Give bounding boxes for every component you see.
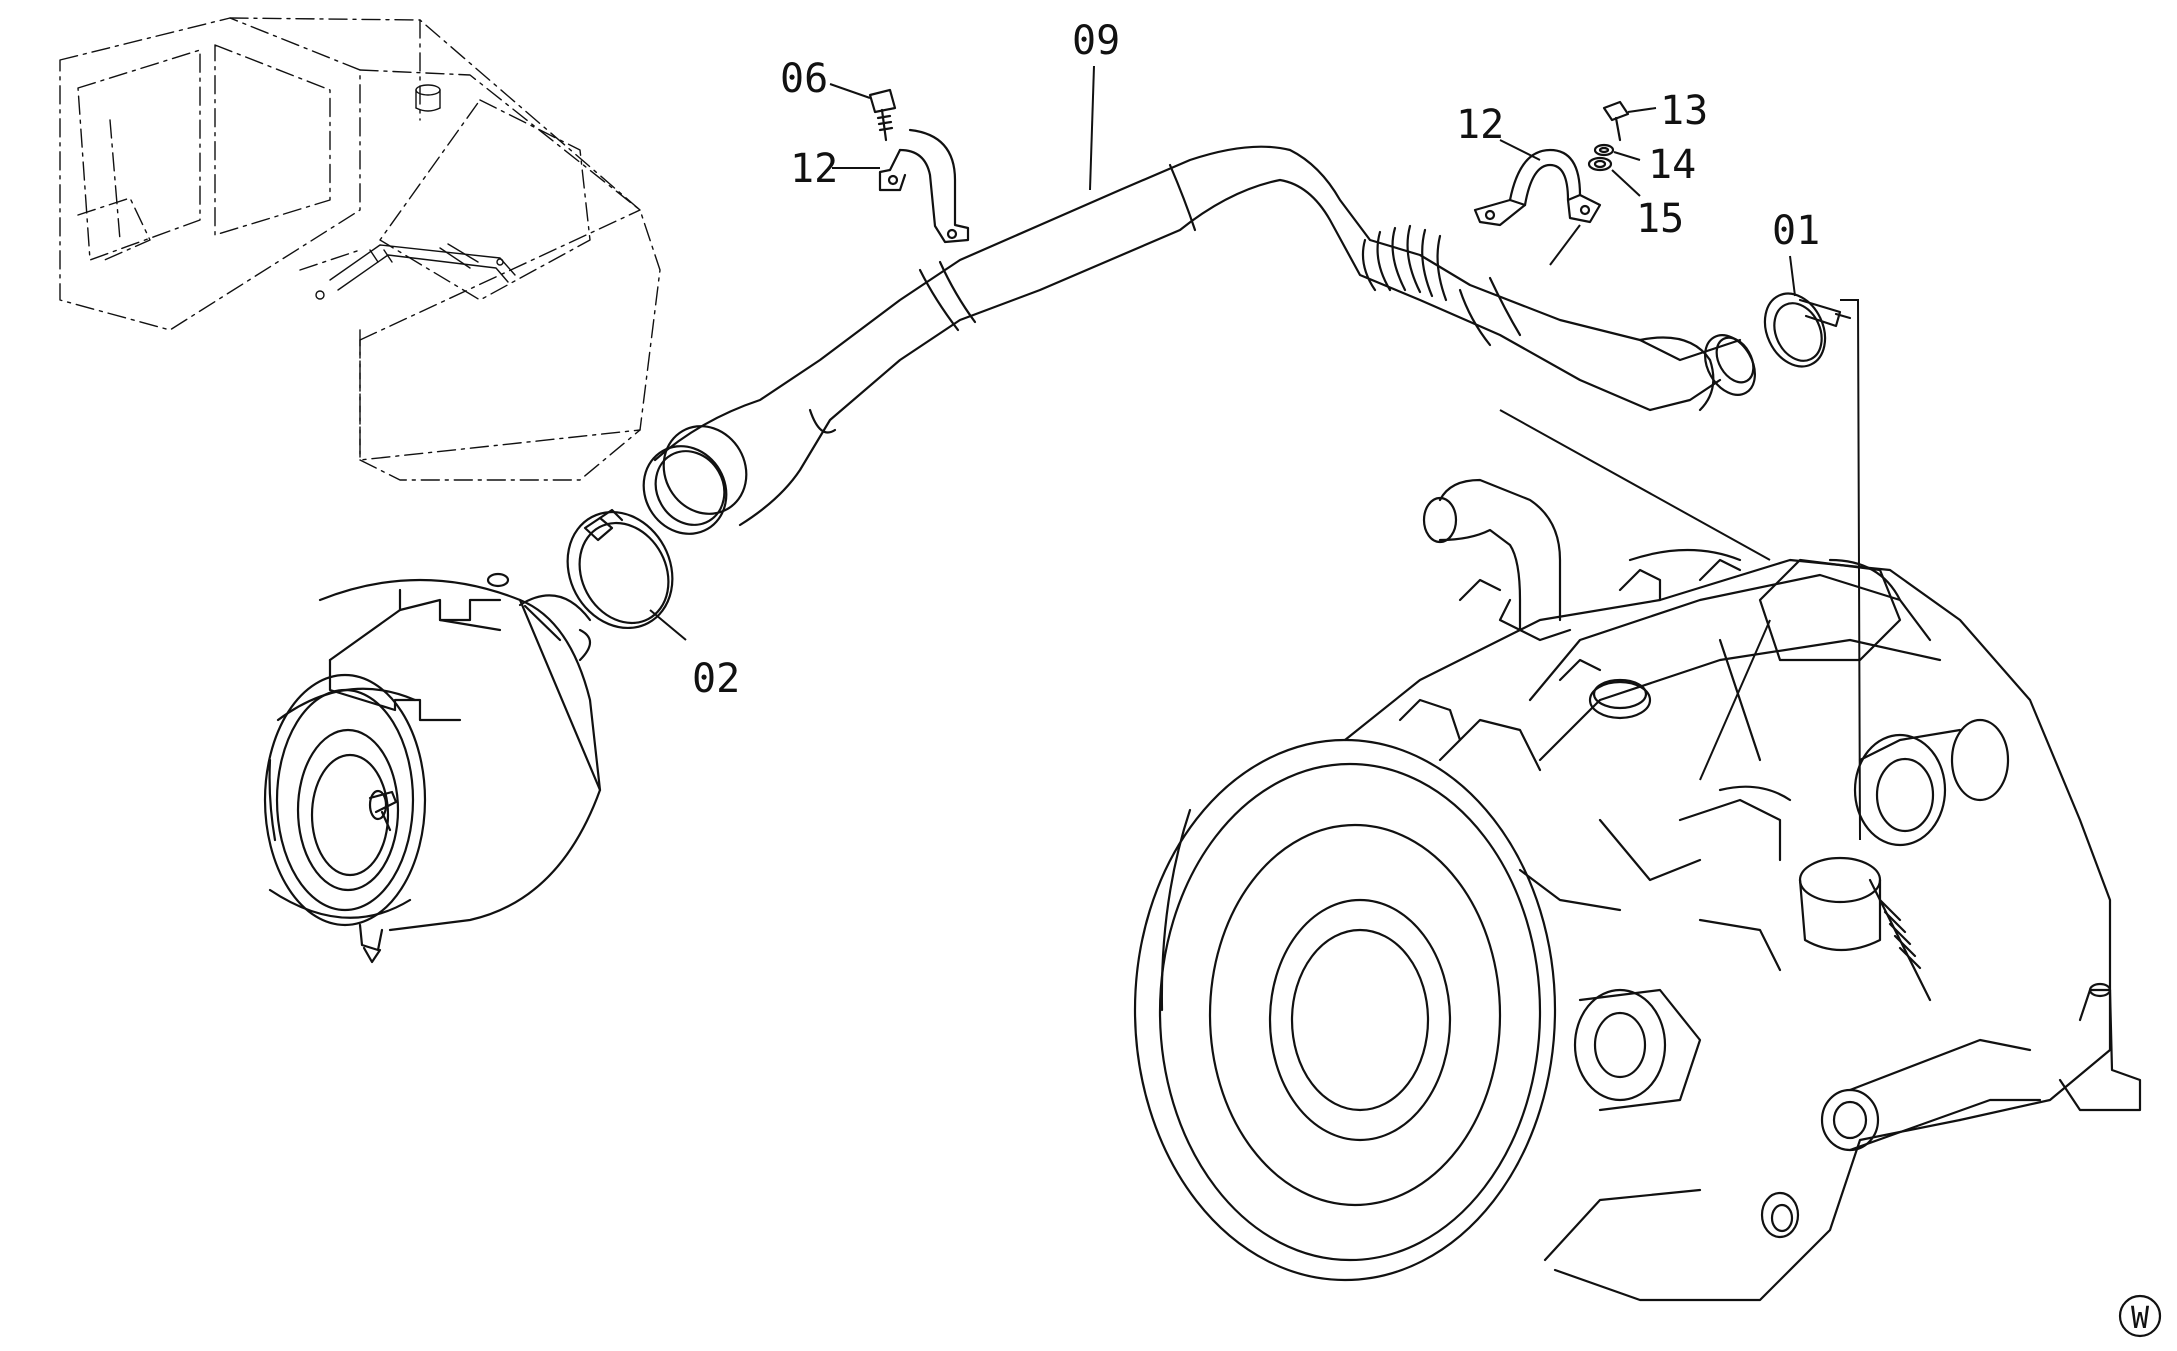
engine-illustration	[1133, 299, 2142, 1302]
clamp-02-illustration	[566, 508, 674, 630]
excavator-locator-illustration	[59, 17, 661, 481]
intake-pipe-09-illustration	[642, 145, 1756, 535]
clamp-01-illustration	[1763, 292, 1852, 368]
callout-15: 15	[1636, 196, 1684, 242]
callout-01: 01	[1772, 208, 1820, 254]
callout-13: 13	[1660, 88, 1708, 134]
view-marker-label: W	[2131, 1301, 2150, 1336]
callout-12-right: 12	[1456, 102, 1504, 148]
air-cleaner-illustration	[263, 572, 602, 964]
callout-06: 06	[780, 56, 828, 102]
bracket-12-left-illustration	[868, 88, 970, 244]
callout-09: 09	[1072, 18, 1120, 64]
callout-12-left: 12	[790, 146, 838, 192]
callout-leaders	[649, 65, 1796, 641]
callout-02: 02	[692, 656, 740, 702]
view-marker: W	[2118, 1294, 2162, 1338]
bracket-12-right-illustration	[1473, 100, 1630, 266]
callout-14: 14	[1648, 142, 1696, 188]
